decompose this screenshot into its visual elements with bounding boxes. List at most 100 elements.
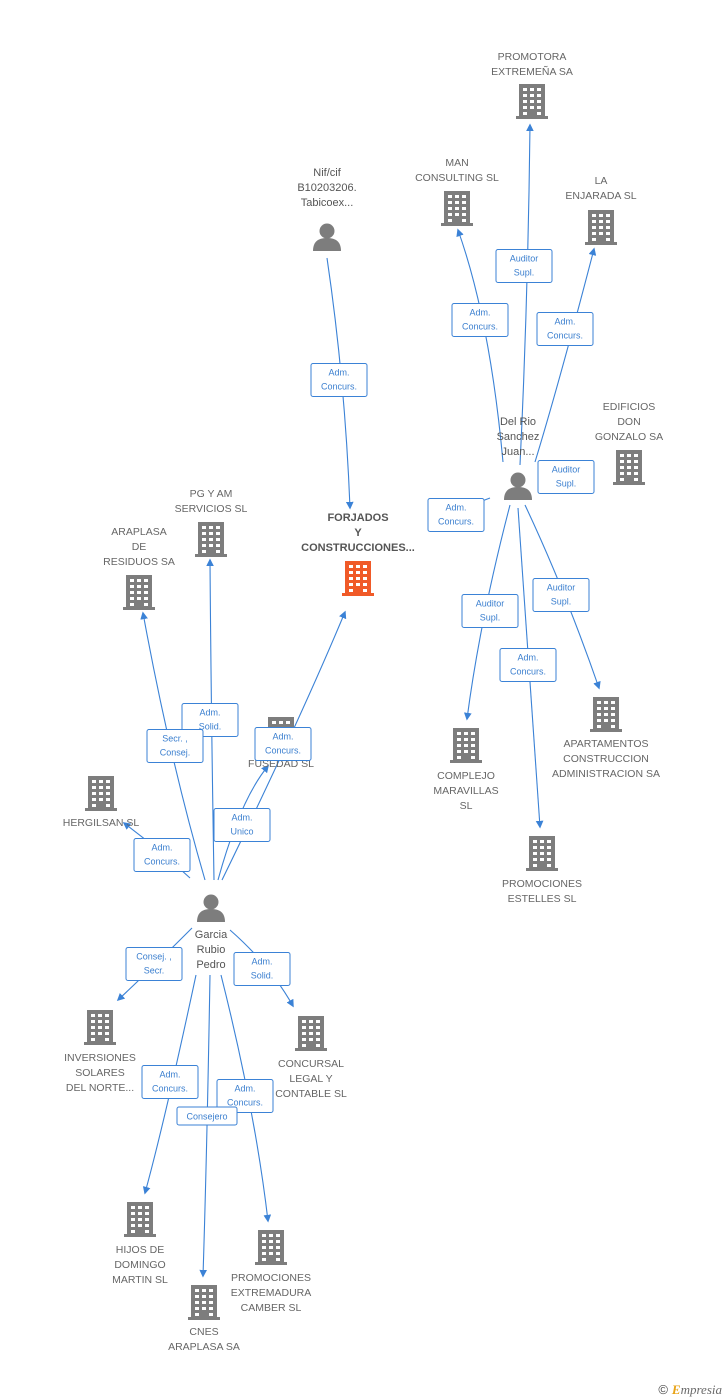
logo-initial: E [671, 1382, 681, 1397]
empresia-logo[interactable]: ©Empresia [658, 1382, 722, 1398]
building-icon [85, 776, 117, 811]
relation-label-text: Supl. [514, 268, 535, 278]
relation-label-box [451, 303, 509, 337]
building-icon [195, 522, 227, 557]
relation-label-delrio-enjarada[interactable]: Adm.Concurs. [536, 312, 594, 346]
relation-label-text: Secr. [144, 966, 165, 976]
relation-label-box [532, 578, 590, 612]
node-label-line: LA [595, 175, 608, 187]
relation-label-box [216, 1079, 274, 1113]
node-label-line: SOLARES [75, 1067, 125, 1079]
node-label-line: SL [460, 800, 473, 812]
node-label-line: APARTAMENTOS [564, 738, 649, 750]
node-label-line: Sanchez [497, 431, 540, 443]
relation-label-text: Auditor [547, 583, 576, 593]
node-label-line: Del Rio [500, 416, 536, 428]
node-person-nif[interactable]: Nif/cifB10203206.Tabicoex... [297, 167, 357, 251]
node-label-line: EXTREMEÑA SA [491, 65, 573, 78]
node-label-line: HIJOS DE [116, 1244, 164, 1256]
relation-label-text: Adm. [159, 1070, 180, 1080]
node-center-company[interactable]: FORJADOSYCONSTRUCCIONES... [301, 512, 415, 596]
relation-label-text: Concurs. [321, 382, 357, 392]
relation-label-delrio-estelles[interactable]: Adm.Concurs. [499, 648, 557, 682]
node-label-line: EXTREMADURA [231, 1287, 312, 1299]
edge-garcia-to-hijos [142, 974, 197, 1195]
node-label-line: DE [132, 541, 147, 553]
relation-label-text: Supl. [556, 479, 577, 489]
relation-label-text: Adm. [445, 503, 466, 513]
relation-label-box [146, 729, 204, 763]
node-label-line: ARAPLASA [111, 526, 166, 538]
node-label-line: PROMOCIONES [231, 1272, 311, 1284]
node-company-complejo[interactable]: COMPLEJO MARAVILLAS SL [433, 728, 499, 812]
node-person-delrio[interactable]: Del RioSanchezJuan... [497, 416, 540, 500]
node-label-line: PROMOCIONES [502, 878, 582, 890]
relation-label-text: Auditor [476, 599, 505, 609]
relation-label-garcia-cnes[interactable]: Consejero [176, 1106, 238, 1126]
relation-label-box [125, 947, 183, 981]
logo-text: mpresia [680, 1382, 722, 1397]
node-company-promotora[interactable]: PROMOTORA EXTREMEÑA SA [491, 51, 573, 119]
building-icon [613, 450, 645, 485]
node-label-line: COMPLEJO [437, 770, 495, 782]
person-icon [313, 223, 341, 251]
node-label-line: CONSULTING SL [415, 172, 499, 184]
relation-label-text: Consej. [160, 748, 191, 758]
building-icon [585, 210, 617, 245]
relation-label-text: Concurs. [144, 857, 180, 867]
relation-label-garcia-hergilsan[interactable]: Adm.Concurs. [133, 838, 191, 872]
node-label-line: HERGILSAN SL [63, 817, 140, 829]
relation-label-garcia-concursal[interactable]: Adm.Solid. [233, 952, 291, 986]
node-label-line: CONCURSAL [278, 1058, 344, 1070]
relation-label-garcia-araplasa_res[interactable]: Secr. , Consej. [146, 729, 204, 763]
relation-label-garcia-hijos[interactable]: Adm.Concurs. [141, 1065, 199, 1099]
node-label-line: Garcia [195, 929, 228, 941]
node-label-line: B10203206. [297, 182, 356, 194]
relation-label-text: Secr. , [162, 734, 188, 744]
node-label-line: PROMOTORA [498, 51, 567, 63]
relation-label-text: Concurs. [265, 746, 301, 756]
relation-label-delrio-man[interactable]: Adm.Concurs. [451, 303, 509, 337]
relation-label-text: Adm. [554, 317, 575, 327]
node-company-hergilsan[interactable]: HERGILSAN SL [63, 776, 140, 829]
building-icon [295, 1016, 327, 1051]
node-company-estelles[interactable]: PROMOCIONES ESTELLES SL [502, 836, 582, 905]
node-label-line: LEGAL Y [289, 1073, 332, 1085]
relation-label-box [495, 249, 553, 283]
relation-label-text: Concurs. [510, 667, 546, 677]
person-icon [504, 472, 532, 500]
node-label-line: DOMINGO [114, 1259, 165, 1271]
relation-label-garcia-fusedad[interactable]: Adm. Concurs. [254, 727, 312, 761]
relation-label-garcia-pgyam[interactable]: Adm.Solid. [181, 703, 239, 737]
relation-label-nif-center[interactable]: Adm.Concurs. [310, 363, 368, 397]
node-label-line: Rubio [197, 944, 226, 956]
relation-label-garcia-extremadura[interactable]: Adm.Concurs. [216, 1079, 274, 1113]
relation-label-delrio-center[interactable]: Adm.Concurs. [427, 498, 485, 532]
relation-label-text: Auditor [510, 254, 539, 264]
relation-label-garcia-center[interactable]: Adm.Unico [213, 808, 271, 842]
node-label-line: Y [354, 527, 362, 539]
node-label-line: Juan... [501, 446, 534, 458]
node-label-line: MARAVILLAS [433, 785, 498, 797]
node-label-line: ESTELLES SL [508, 893, 577, 905]
relation-label-text: Adm. [272, 732, 293, 742]
relation-label-text: Concurs. [462, 322, 498, 332]
relation-label-garcia-inversiones[interactable]: Consej. ,Secr. [125, 947, 183, 981]
